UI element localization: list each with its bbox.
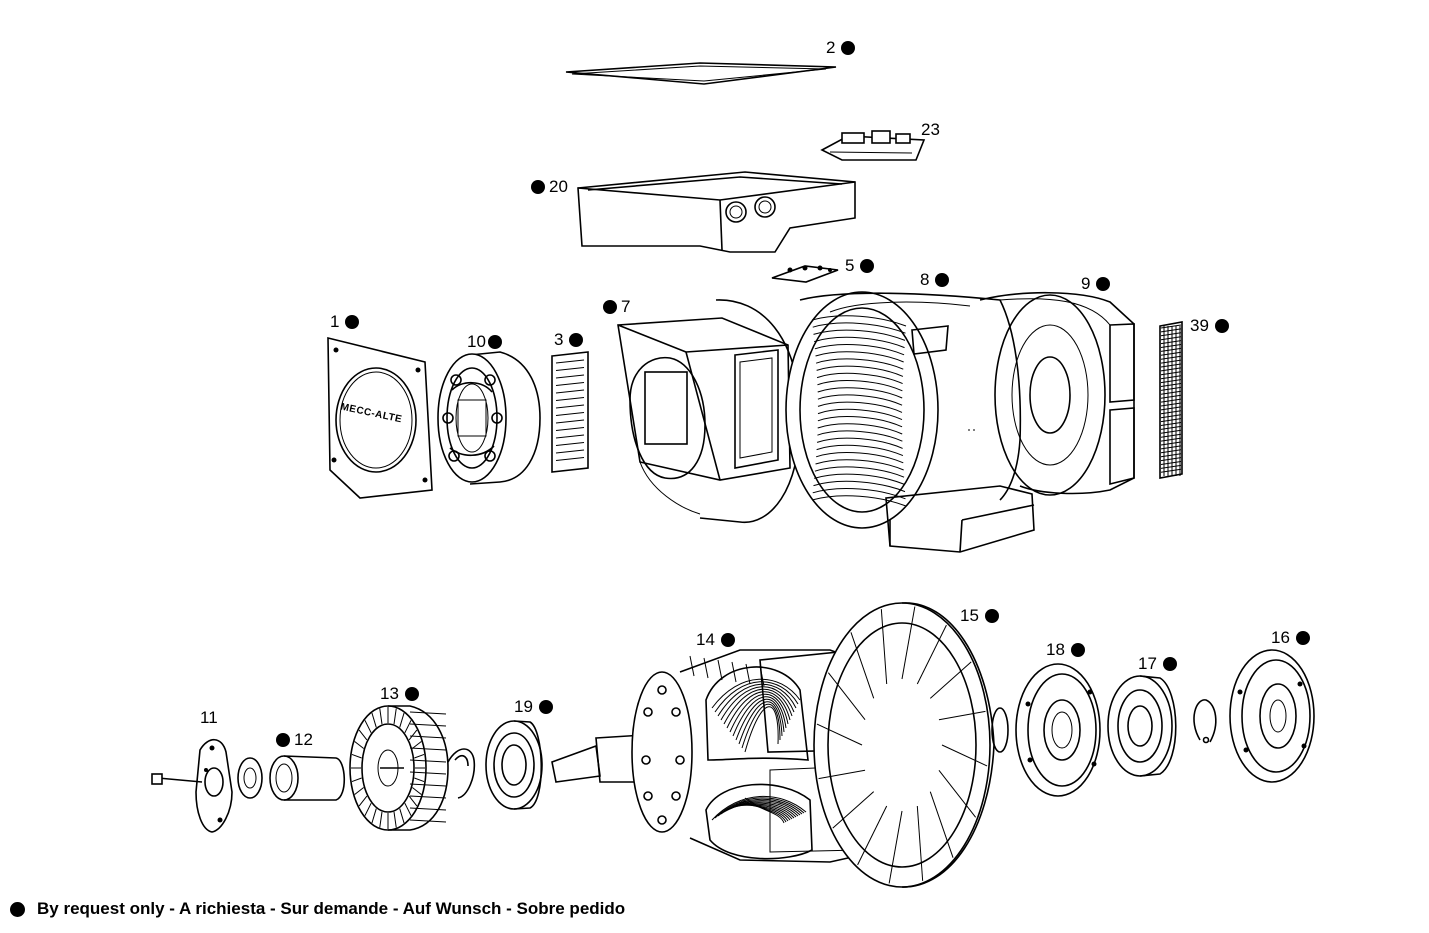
label-part-18: 18 xyxy=(1046,640,1085,660)
label-number: 39 xyxy=(1190,316,1209,335)
part-9-drive-shield xyxy=(979,291,1135,496)
label-number: 13 xyxy=(380,684,399,703)
label-part-17: 17 xyxy=(1138,654,1177,674)
label-part-1: 1 xyxy=(330,312,360,332)
label-part-5: 5 xyxy=(845,256,875,276)
label-number: 17 xyxy=(1138,654,1157,673)
request-only-dot xyxy=(345,315,360,329)
label-part-10: 10 xyxy=(467,332,502,352)
part-16-bearing-cover xyxy=(1229,649,1315,783)
label-number: 10 xyxy=(467,332,486,351)
label-part-23: 23 xyxy=(921,120,940,140)
part-15-fan xyxy=(813,602,1009,888)
label-number: 2 xyxy=(826,38,836,57)
part-23-regulator-board xyxy=(820,130,926,161)
part-18-bearing-housing xyxy=(1015,663,1101,797)
label-number: 12 xyxy=(294,730,313,749)
part-7-rear-shield xyxy=(617,299,801,524)
label-number: 11 xyxy=(200,708,218,727)
request-only-dot xyxy=(487,335,502,349)
request-only-dot xyxy=(720,633,735,647)
request-only-dot xyxy=(1162,657,1177,671)
part-13-exciter-rotor xyxy=(349,705,476,831)
request-only-dot xyxy=(984,609,999,623)
part-12-sleeve xyxy=(269,755,346,801)
label-part-8: 8 xyxy=(920,270,950,290)
label-part-13: 13 xyxy=(380,684,419,704)
request-only-dot xyxy=(276,733,290,747)
part-19-bearing xyxy=(485,720,543,810)
label-number: 16 xyxy=(1271,628,1290,647)
request-only-dot xyxy=(569,333,584,347)
request-only-dot xyxy=(404,687,419,701)
request-only-dot xyxy=(841,41,856,55)
label-number: 23 xyxy=(921,120,940,139)
label-part-19: 19 xyxy=(514,697,553,717)
request-only-dot xyxy=(860,259,875,273)
request-only-dot xyxy=(1295,631,1310,645)
request-only-dot xyxy=(1096,277,1111,291)
label-part-3: 3 xyxy=(554,330,584,350)
legend: By request only - A richiesta - Sur dema… xyxy=(10,899,625,919)
part-3-grille xyxy=(551,351,589,473)
label-number: 3 xyxy=(554,330,564,349)
part-2-cover-plate xyxy=(565,62,837,85)
label-part-20: 20 xyxy=(531,177,568,197)
legend-text: By request only - A richiesta - Sur dema… xyxy=(37,899,626,918)
label-number: 8 xyxy=(920,270,930,289)
part-5-diode-bridge xyxy=(771,265,839,283)
label-number: 9 xyxy=(1081,274,1091,293)
label-part-15: 15 xyxy=(960,606,999,626)
part-10-exciter-stator xyxy=(437,351,541,485)
request-only-dot xyxy=(531,180,545,194)
label-part-7: 7 xyxy=(603,297,630,317)
label-number: 15 xyxy=(960,606,979,625)
request-only-dot xyxy=(1214,319,1229,333)
part-14-main-rotor xyxy=(551,649,885,863)
label-number: 1 xyxy=(330,312,340,331)
label-part-2: 2 xyxy=(826,38,856,58)
label-part-11: 11 xyxy=(200,708,218,728)
part-11-disc xyxy=(151,738,263,833)
request-only-dot xyxy=(1070,643,1085,657)
label-part-14: 14 xyxy=(696,630,735,650)
label-number: 19 xyxy=(514,697,533,716)
request-only-dot xyxy=(603,300,617,314)
legend-dot xyxy=(10,901,25,917)
part-39-filter-mesh xyxy=(1159,321,1183,479)
label-number: 20 xyxy=(549,177,568,196)
label-part-9: 9 xyxy=(1081,274,1111,294)
label-part-16: 16 xyxy=(1271,628,1310,648)
part-20-terminal-box xyxy=(577,171,856,253)
label-number: 5 xyxy=(845,256,855,275)
request-only-dot xyxy=(538,700,553,714)
part-17-bearing xyxy=(1107,675,1177,777)
label-part-39: 39 xyxy=(1190,316,1229,336)
part-8-stator-housing xyxy=(785,291,1035,553)
request-only-dot xyxy=(935,273,950,287)
label-number: 14 xyxy=(696,630,715,649)
label-part-12: 12 xyxy=(276,730,313,750)
circlip xyxy=(1193,699,1217,744)
part-1-end-cover xyxy=(327,336,433,499)
label-number: 18 xyxy=(1046,640,1065,659)
label-number: 7 xyxy=(621,297,631,316)
